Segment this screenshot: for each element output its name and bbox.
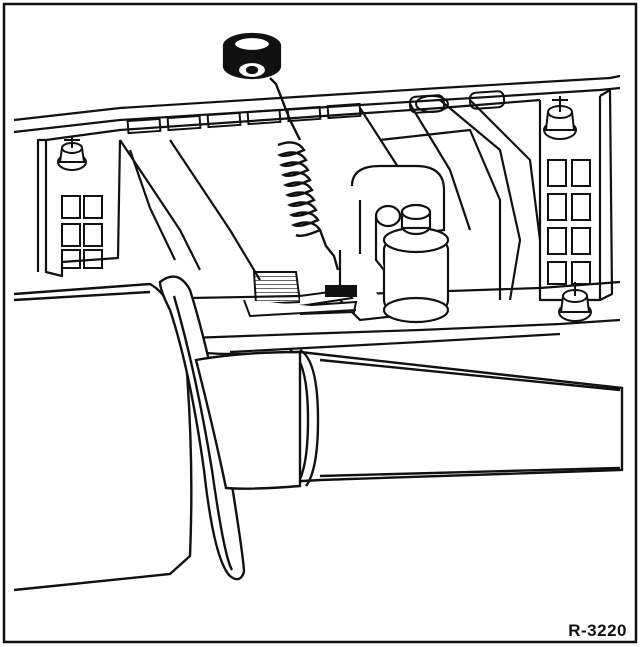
bolt-left-top [57, 136, 87, 171]
return-spring [269, 77, 340, 271]
right-bracket-pockets [547, 159, 591, 285]
bolt-right-top [543, 96, 577, 140]
knob-cap [222, 32, 282, 80]
left-bracket-pockets [61, 195, 103, 269]
bolt-right-bottom [558, 282, 592, 322]
column-collar [194, 350, 302, 490]
steering-wheel-rim [158, 275, 246, 581]
top-rail-slots [126, 90, 506, 135]
dashboard-frame [13, 74, 621, 354]
column-tube-end [13, 282, 193, 592]
steering-column [198, 348, 624, 488]
upper-cap [415, 95, 449, 113]
figure-code-label: R-3220 [568, 621, 627, 640]
actuator-lever [243, 271, 358, 318]
